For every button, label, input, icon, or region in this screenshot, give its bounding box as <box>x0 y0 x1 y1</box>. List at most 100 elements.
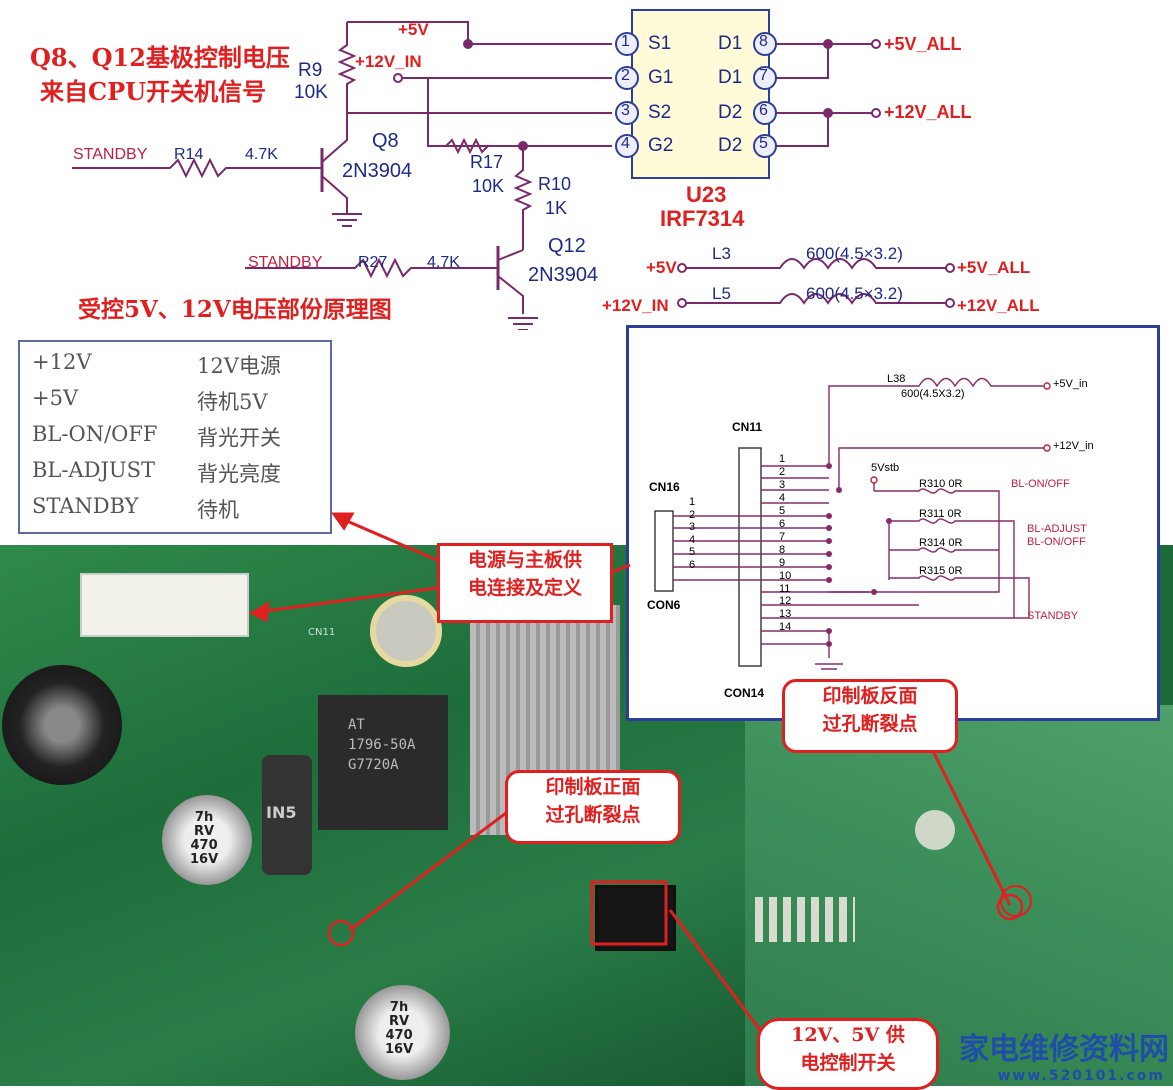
signal-desc: 待机5V <box>197 390 268 414</box>
pin-7-name: D1 <box>718 67 743 88</box>
l3-label: L3 <box>712 244 731 263</box>
ground-q12 <box>508 317 538 330</box>
l38-value: 600(4.5X3.2) <box>901 388 965 400</box>
callout-text: 印制板反面 <box>822 685 918 707</box>
cn11-pin: 14 <box>779 621 792 634</box>
cap1-text-3: 470 <box>190 838 218 853</box>
q12-part: 2N3904 <box>528 264 599 286</box>
arrow-to-table <box>339 516 438 562</box>
pin-2-name: G1 <box>648 67 674 88</box>
con6-label: CON6 <box>647 598 681 612</box>
regulator-chip: AT 1796-50A G7720A <box>318 695 448 830</box>
mounting-hole <box>370 595 442 667</box>
pin-5-name: D2 <box>718 135 743 156</box>
out-12v-all: +12V_ALL <box>884 102 972 122</box>
pin-4-name: G2 <box>648 135 674 156</box>
cn11-pin: 9 <box>779 556 786 569</box>
cn11-pin: 8 <box>779 543 786 556</box>
bl-adjust: BL-ADJUST <box>1027 523 1087 535</box>
back-hole <box>915 810 955 850</box>
cn16-pin: 5 <box>689 546 696 559</box>
power-connector <box>80 573 249 637</box>
callout-text: 印制板正面 <box>545 776 641 798</box>
caption-bottom: 受控5V、12V电压部份原理图 <box>78 296 392 323</box>
callout-text: 电源与主板供 <box>467 549 582 571</box>
chip-text-1: AT <box>348 717 365 733</box>
r10-value: 1K <box>545 198 568 218</box>
r315-label: R315 0R <box>919 565 963 577</box>
capacitor-large <box>2 665 122 785</box>
r17-value: 10K <box>472 176 505 196</box>
cn16-pin-numbers: 1 2 3 4 5 6 <box>689 496 695 572</box>
callout-power-connection: 电源与主板供 电连接及定义 <box>437 543 613 623</box>
cn11-pin: 12 <box>779 595 792 608</box>
l38-label: L38 <box>887 373 906 385</box>
l3-inductor <box>685 258 946 270</box>
r9-resistor <box>337 22 357 110</box>
r314-label: R314 0R <box>919 537 963 549</box>
standby-inset: STANDBY <box>1027 610 1079 622</box>
cap1-text-4: 16V <box>190 852 219 867</box>
cn11-pin: 4 <box>779 491 786 504</box>
u23-label: U23 <box>686 182 727 207</box>
cn16-pin: 6 <box>689 558 696 571</box>
r27-label: R27 <box>358 254 388 271</box>
pin-1-name: S1 <box>648 33 672 54</box>
arrow-to-back-break <box>928 744 1012 906</box>
l5-inductor <box>685 293 946 305</box>
back-pads <box>755 897 855 942</box>
cap2-text-4: 16V <box>385 1042 414 1057</box>
cap1-text-1: 7h <box>194 810 214 825</box>
label-5v: +5V <box>398 20 429 39</box>
signal-name: +12V <box>32 350 92 374</box>
pin-6-name: D2 <box>718 102 743 123</box>
signal-name: STANDBY <box>32 494 139 518</box>
cn16-pin: 3 <box>689 521 696 534</box>
r10-label: R10 <box>538 174 572 194</box>
arrow-to-connector <box>257 586 438 614</box>
wire-5v-s1 <box>347 21 612 45</box>
capacitor-1: 7h RV 470 16V <box>162 795 252 885</box>
r27-value: 4.7K <box>427 254 460 271</box>
cn11-pin: 10 <box>779 569 792 582</box>
r27-resistor <box>245 257 498 279</box>
callout-switch: 12V、5V 供 电控制开关 <box>757 1018 939 1090</box>
r14-resistor <box>72 157 322 179</box>
signal-row: +12V 12V电源 <box>32 350 281 378</box>
label-12v-in: +12V_IN <box>355 52 422 71</box>
u23-part: IRF7314 <box>660 206 745 231</box>
cn16-pin: 1 <box>689 496 696 508</box>
pin-7-num: 7 <box>759 67 768 84</box>
cn11-pin: 5 <box>779 504 786 517</box>
r310-label: R310 0R <box>919 478 963 490</box>
r10-resistor <box>513 146 533 250</box>
pin-5-num: 5 <box>759 135 768 152</box>
l5-in: +12V_IN <box>602 296 669 315</box>
signal-desc: 12V电源 <box>197 354 281 378</box>
q8-label: Q8 <box>372 130 399 152</box>
l3-out: +5V_ALL <box>957 258 1031 277</box>
q12-label: Q12 <box>548 235 586 257</box>
v12-in-label: +12V_in <box>1053 440 1094 452</box>
cn11-pin: 13 <box>779 608 792 621</box>
l3-in: +5V <box>646 258 677 277</box>
r14-value: 4.7K <box>245 146 278 163</box>
v5stb-label: 5Vstb <box>871 462 900 474</box>
cap2-text-2: RV <box>389 1014 410 1029</box>
cn16-pin: 4 <box>689 533 696 546</box>
signal-name: BL-ADJUST <box>32 458 155 482</box>
pin-3-name: S2 <box>648 102 672 123</box>
l5-out: +12V_ALL <box>957 296 1040 315</box>
arrow-to-switch <box>668 909 762 1031</box>
diode: IN5 <box>262 755 312 875</box>
callout-front-break: 印制板正面 过孔断裂点 <box>505 770 681 844</box>
r17-label: R17 <box>470 152 504 172</box>
signal-desc: 背光开关 <box>197 426 281 450</box>
callout-text: 电连接及定义 <box>467 577 582 599</box>
caption-line1: Q8、Q12基极控制电压 <box>30 43 290 72</box>
q8-part: 2N3904 <box>342 160 413 182</box>
cn16-label: CN16 <box>649 480 680 494</box>
